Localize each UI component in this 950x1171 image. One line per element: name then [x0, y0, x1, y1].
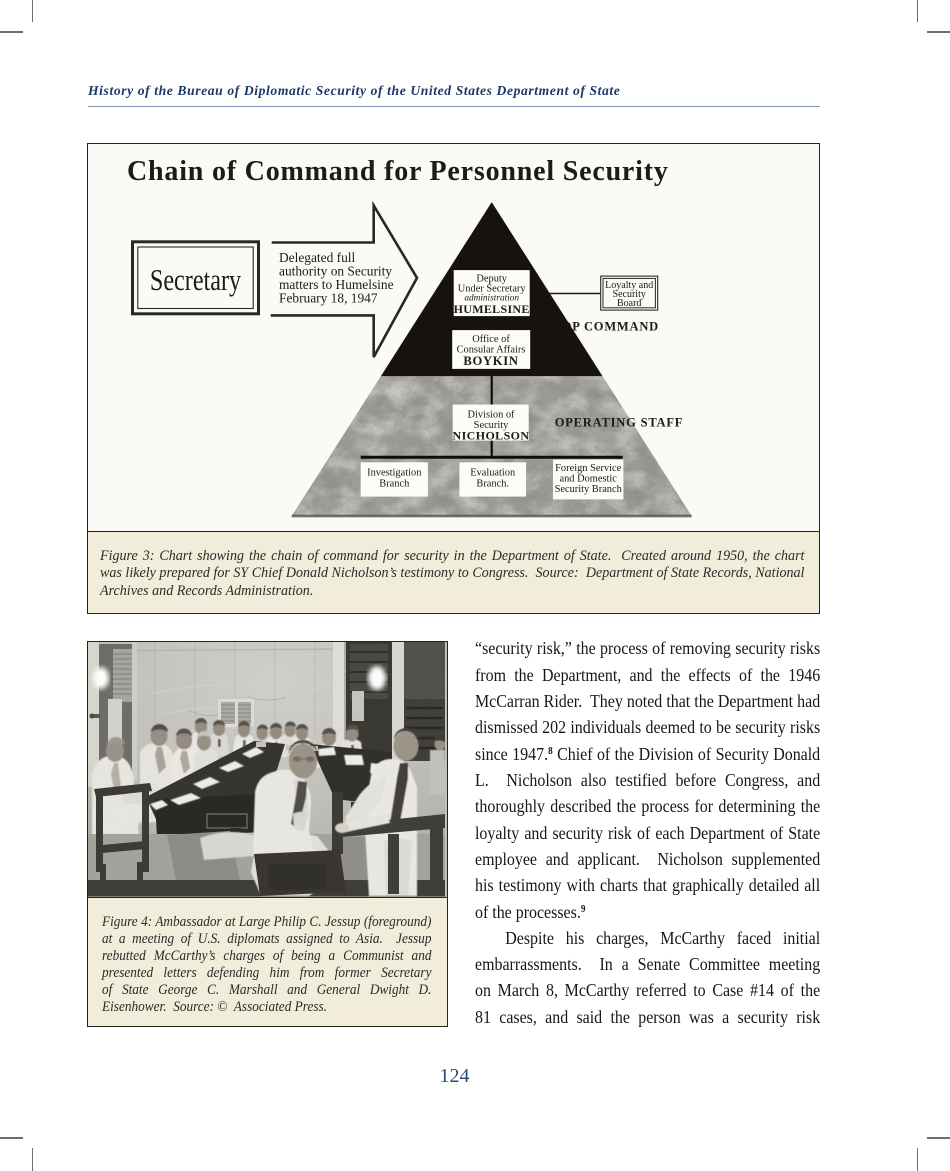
svg-text:NICHOLSON: NICHOLSON — [453, 428, 530, 442]
svg-text:Secretary: Secretary — [150, 263, 241, 298]
svg-text:OPERATING STAFF: OPERATING STAFF — [555, 415, 684, 429]
svg-text:HUMELSINE: HUMELSINE — [454, 301, 530, 315]
svg-text:February 18, 1947: February 18, 1947 — [279, 290, 378, 305]
svg-text:Branch.: Branch. — [476, 478, 509, 489]
svg-text:Branch: Branch — [379, 478, 410, 489]
svg-text:Delegated full: Delegated full — [279, 250, 355, 265]
svg-text:Security: Security — [613, 289, 646, 300]
svg-text:Board: Board — [617, 298, 641, 309]
svg-text:Investigation: Investigation — [367, 467, 422, 478]
svg-text:BOYKIN: BOYKIN — [463, 354, 518, 368]
svg-text:Loyalty and: Loyalty and — [605, 279, 653, 290]
svg-text:matters to Humelsine: matters to Humelsine — [279, 277, 394, 292]
svg-text:Deputy: Deputy — [476, 273, 507, 284]
svg-text:Office of: Office of — [472, 334, 510, 345]
svg-text:Division of: Division of — [467, 409, 515, 420]
svg-text:TOP COMMAND: TOP COMMAND — [553, 319, 659, 333]
svg-text:Security Branch: Security Branch — [555, 484, 623, 495]
svg-text:Foreign Service: Foreign Service — [555, 463, 621, 474]
svg-text:Evaluation: Evaluation — [470, 467, 516, 478]
svg-text:Chain of Command for Personnel: Chain of Command for Personnel Security — [127, 156, 669, 187]
svg-text:and Domestic: and Domestic — [559, 473, 617, 484]
svg-text:Under Secretary: Under Secretary — [458, 283, 527, 294]
svg-text:authority on Security: authority on Security — [279, 263, 392, 278]
svg-text:Consular Affairs: Consular Affairs — [457, 344, 526, 355]
svg-text:administration: administration — [464, 293, 519, 303]
svg-text:Security: Security — [474, 420, 509, 431]
